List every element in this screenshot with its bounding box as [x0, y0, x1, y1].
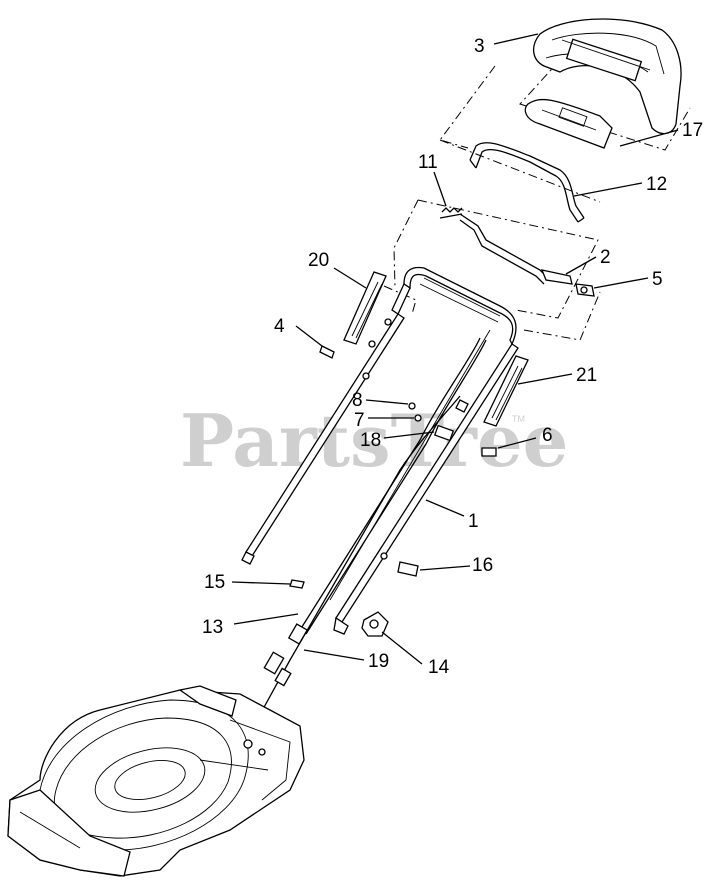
- part-2-control-rod: [459, 213, 573, 285]
- leader-8: [365, 399, 409, 405]
- leader-19: [303, 649, 365, 661]
- callout-21: 21: [576, 365, 597, 386]
- callout-1: 1: [468, 511, 479, 532]
- part-15-bolt: [289, 579, 305, 589]
- part-7-washer: [414, 414, 422, 422]
- leader-1: [425, 499, 465, 517]
- watermark: PartsTree: [180, 398, 568, 483]
- part-17-plate: [524, 98, 613, 149]
- leader-6: [497, 437, 537, 449]
- leader-lines: [231, 33, 679, 665]
- assembly-box-middle: [417, 199, 599, 319]
- part-5-pin: [575, 283, 595, 297]
- assembly-box-middle-bottom: [523, 291, 601, 341]
- leader-18: [383, 431, 435, 439]
- leader-3: [493, 33, 539, 45]
- callout-12: 12: [646, 174, 667, 195]
- callout-3: 3: [474, 36, 485, 57]
- callout-20: 20: [308, 250, 329, 271]
- part-4-bolt: [319, 318, 392, 380]
- leader-17: [619, 129, 679, 147]
- leader-11: [433, 171, 447, 207]
- watermark-tm: TM: [512, 414, 525, 424]
- callout-7: 7: [354, 410, 365, 431]
- mower-deck: [7, 685, 305, 877]
- leader-21: [517, 373, 573, 385]
- callout-13: 13: [202, 617, 223, 638]
- callout-2: 2: [600, 247, 611, 268]
- leader-20: [333, 267, 367, 289]
- callout-18: 18: [360, 430, 381, 451]
- leader-4: [295, 325, 323, 347]
- part-20-left-cover: [343, 271, 387, 345]
- cable-guides: [455, 399, 469, 413]
- leader-2: [565, 256, 597, 275]
- leader-15: [231, 581, 291, 585]
- callout-6: 6: [542, 425, 553, 446]
- part-16-bolt: [380, 552, 419, 577]
- part-21-right-cover: [483, 355, 529, 427]
- leader-12: [573, 182, 643, 197]
- leader-16: [419, 565, 471, 571]
- callout-labels: 3 17 11 12 20 2 5 4 21 8 7 18 6 1 16 15 …: [202, 36, 703, 678]
- callout-11: 11: [418, 152, 438, 173]
- assembly-box-left: [383, 285, 417, 315]
- part-6-bolt: [481, 447, 497, 457]
- assembly-box-top: [439, 65, 496, 149]
- callout-17: 17: [682, 120, 703, 141]
- callout-19: 19: [368, 651, 389, 672]
- assembly-box-middle-left: [393, 199, 419, 289]
- callout-8: 8: [352, 390, 363, 411]
- leader-13: [233, 613, 299, 625]
- assembly-line-12: [439, 139, 601, 203]
- part-13-cable: [287, 337, 487, 645]
- part-19-cable: [245, 395, 461, 741]
- part-18-clip: [433, 424, 455, 442]
- callout-15: 15: [204, 572, 225, 593]
- part-11-spring: [439, 207, 463, 219]
- callout-16: 16: [472, 555, 493, 576]
- callout-14: 14: [428, 657, 450, 678]
- callout-4: 4: [274, 316, 285, 337]
- leader-5: [593, 277, 649, 289]
- part-8-nut: [408, 402, 416, 410]
- part-12-bail: [469, 142, 585, 223]
- part-14-knob: [361, 611, 389, 637]
- leader-14: [381, 631, 423, 665]
- callout-5: 5: [652, 269, 663, 290]
